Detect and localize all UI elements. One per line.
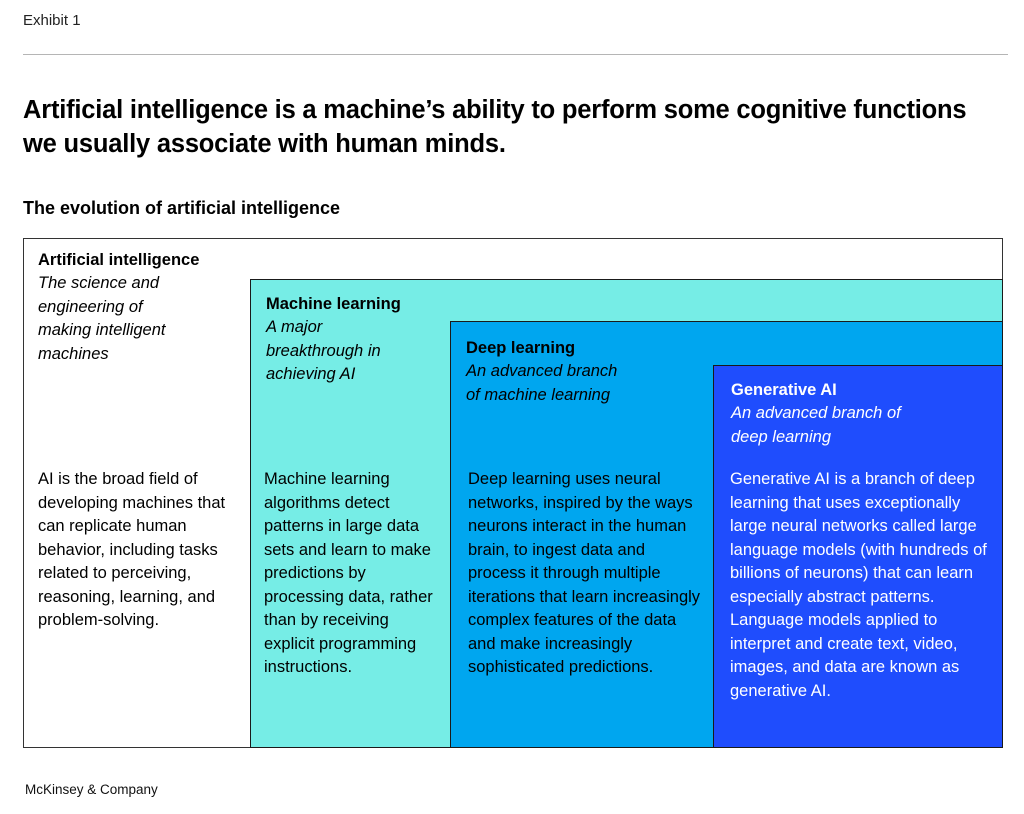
ai-header: Artificial intelligence The science and … <box>38 248 238 366</box>
gen-header: Generative AI An advanced branch of deep… <box>731 378 996 449</box>
gen-tagline: An advanced branch of deep learning <box>731 404 901 446</box>
gen-title: Generative AI <box>731 381 837 399</box>
ml-title: Machine learning <box>266 295 401 313</box>
dl-title: Deep learning <box>466 339 576 357</box>
ai-title: Artificial intelligence <box>38 251 200 269</box>
dl-tagline: An advanced branch of machine learning <box>466 362 618 404</box>
gen-description: Generative AI is a branch of deep learni… <box>730 470 987 700</box>
page-title: Artificial intelligence is a machine’s a… <box>23 96 967 158</box>
dl-description: Deep learning uses neural networks, insp… <box>468 470 701 676</box>
ml-tagline: A major breakthrough in achieving AI <box>266 318 381 383</box>
ml-description: Machine learning algorithms detect patte… <box>264 470 433 676</box>
diagram-subtitle: The evolution of artificial intelligence <box>23 198 341 218</box>
ai-description: AI is the broad field of developing mach… <box>38 470 226 629</box>
ml-header: Machine learning A major breakthrough in… <box>266 292 441 387</box>
exhibit-label: Exhibit 1 <box>23 12 81 29</box>
header-divider <box>23 54 1008 55</box>
brand-footer: McKinsey & Company <box>25 782 158 797</box>
box-generative-ai <box>713 365 1003 748</box>
dl-header: Deep learning An advanced branch of mach… <box>466 336 706 407</box>
ai-tagline: The science and engineering of making in… <box>38 274 166 363</box>
